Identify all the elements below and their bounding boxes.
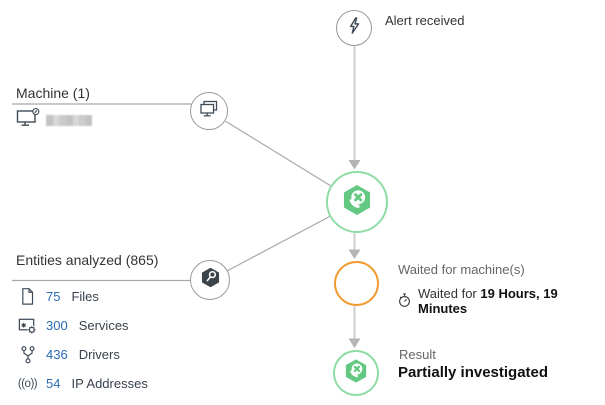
- alert-label: Alert received: [385, 13, 465, 28]
- machine-node[interactable]: [190, 92, 228, 130]
- entity-row-ip-addresses[interactable]: ((o)) 54 IP Addresses: [16, 369, 148, 398]
- entity-row-services[interactable]: 300 Services: [16, 311, 148, 340]
- entity-count[interactable]: 54: [46, 376, 61, 391]
- machine-list-item[interactable]: [16, 108, 92, 133]
- entities-title: Entities analyzed (865): [16, 252, 159, 268]
- entity-row-drivers[interactable]: 436 Drivers: [16, 340, 148, 369]
- waited-label: Waited for machine(s): [398, 262, 525, 277]
- waited-detail: Waited for 19 Hours, 19 Minutes: [397, 286, 605, 316]
- machine-title: Machine (1): [16, 85, 90, 101]
- entities-node[interactable]: [190, 260, 230, 300]
- waited-detail-prefix: Waited for: [418, 286, 477, 301]
- entity-label: IP Addresses: [71, 376, 148, 391]
- branch-icon: [16, 344, 39, 365]
- entity-row-files[interactable]: 75 Files: [16, 282, 148, 311]
- entity-label: Services: [78, 318, 129, 333]
- monitor-status-icon: [16, 108, 40, 133]
- alert-node[interactable]: [336, 10, 372, 46]
- result-value: Partially investigated: [398, 364, 549, 381]
- autoir-robot-icon: [342, 357, 370, 390]
- investigation-node[interactable]: [326, 171, 388, 233]
- entity-label: Drivers: [78, 347, 120, 362]
- window-gear-icon: [16, 315, 39, 336]
- entity-count[interactable]: 75: [46, 289, 61, 304]
- entity-label: Files: [71, 289, 99, 304]
- hexagon-magnifier-icon: [199, 266, 222, 294]
- result-label: Result: [399, 347, 436, 362]
- signal-icon: ((o)): [17, 377, 38, 390]
- entity-count[interactable]: 300: [46, 318, 68, 333]
- lightning-bolt-icon: [345, 16, 364, 40]
- dual-monitor-icon: [198, 98, 220, 125]
- waited-duration: 19 Hours, 19 Minutes: [418, 286, 558, 316]
- entity-count[interactable]: 436: [46, 347, 68, 362]
- waited-node[interactable]: [334, 261, 379, 306]
- autoir-robot-icon: [339, 182, 375, 223]
- entity-list: 75 Files: [16, 282, 148, 398]
- machine-name-redacted[interactable]: [46, 115, 92, 126]
- file-icon: [16, 287, 39, 306]
- stopwatch-icon: [397, 292, 412, 311]
- result-node[interactable]: [333, 350, 379, 396]
